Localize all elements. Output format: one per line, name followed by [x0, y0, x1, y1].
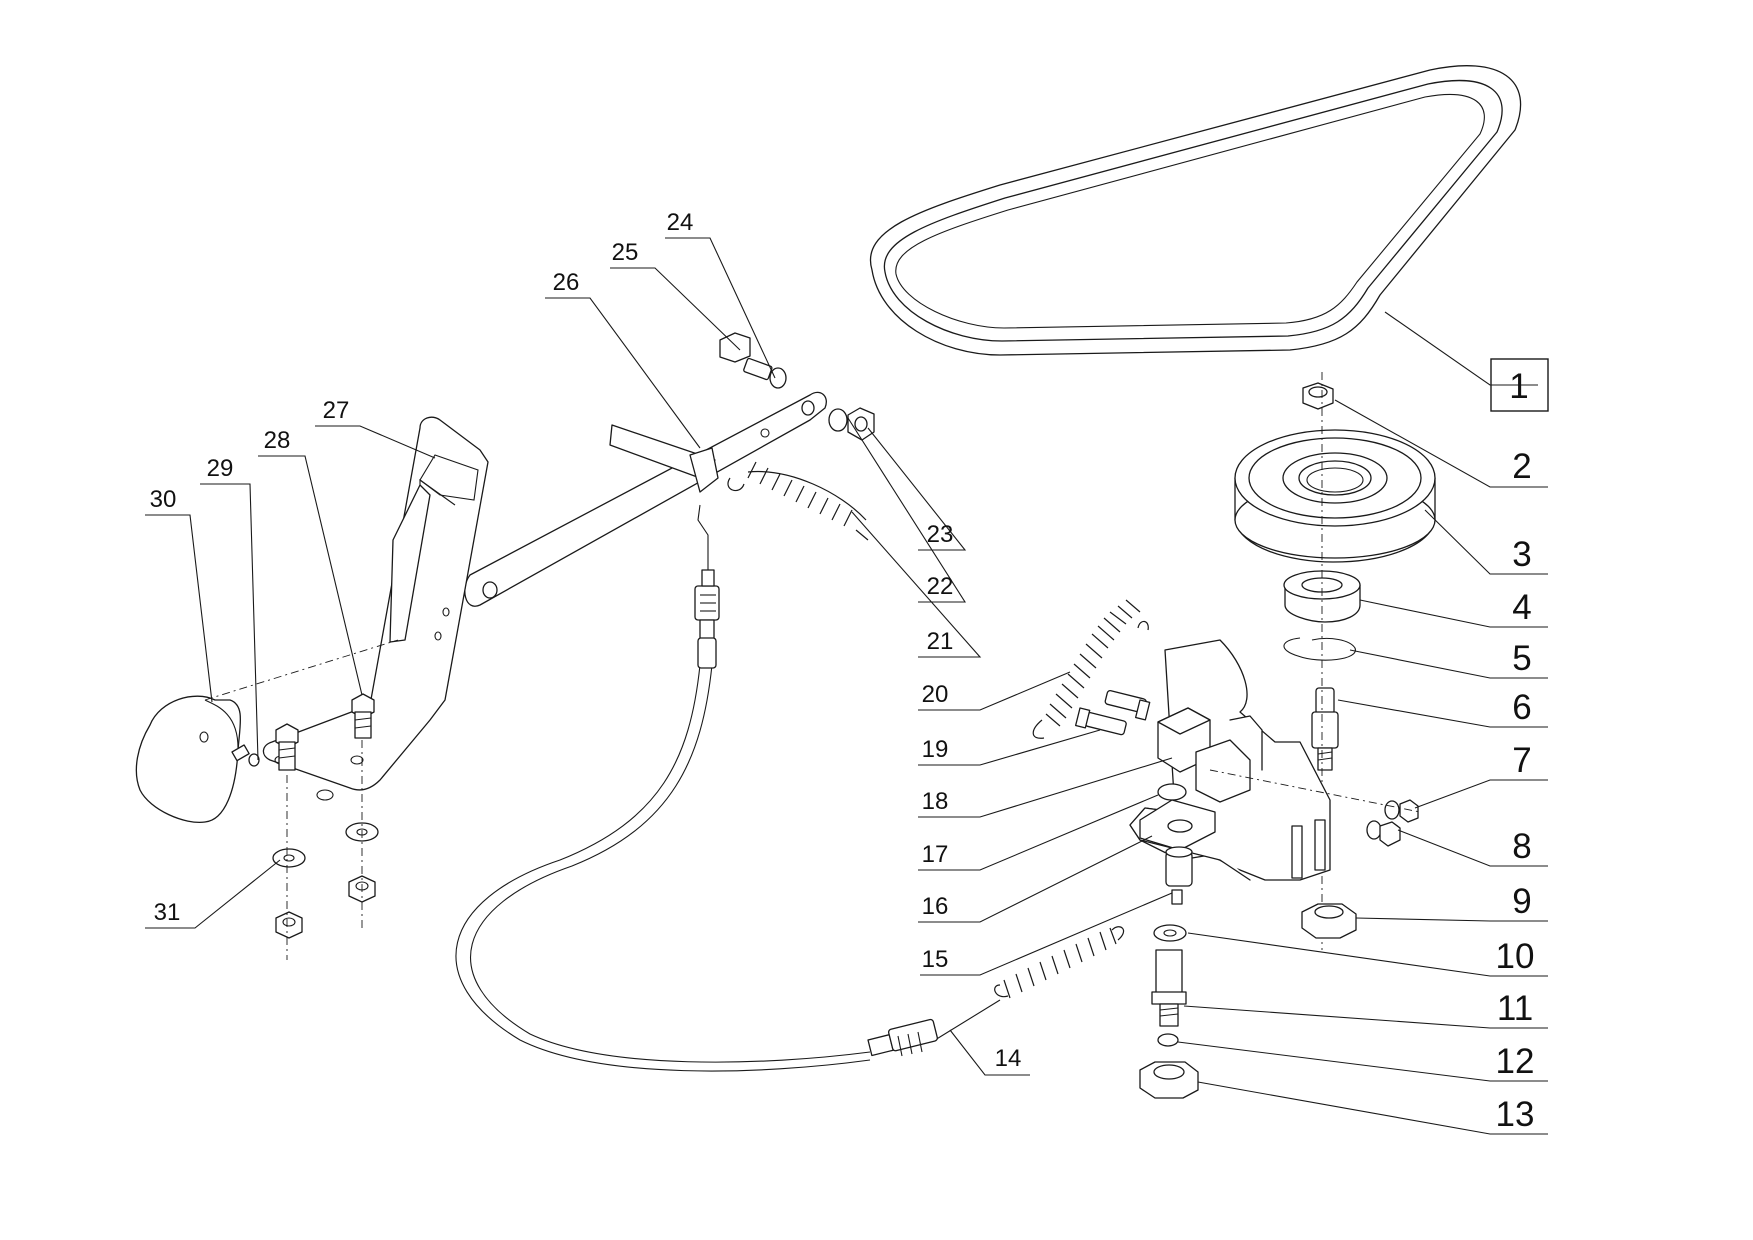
callout-19: 19 [922, 736, 949, 763]
callout-31: 31 [154, 899, 181, 926]
callout-24: 24 [667, 209, 694, 236]
nut-23 [847, 407, 875, 441]
leader-lines [145, 237, 1548, 1135]
callout-13: 13 [1496, 1095, 1535, 1134]
bearing [1283, 570, 1361, 623]
callout-20: 20 [922, 681, 949, 708]
callout-4: 4 [1512, 588, 1531, 627]
callout-23: 23 [927, 521, 954, 548]
nuts-7-8 [1366, 799, 1419, 847]
pulley-shaft [1311, 687, 1339, 771]
screw-29 [231, 744, 260, 767]
nut-13 [1139, 1061, 1199, 1099]
cable-upper-end [694, 504, 720, 669]
callout-5: 5 [1512, 639, 1531, 678]
callout-2: 2 [1512, 447, 1531, 486]
nut-9 [1301, 903, 1357, 939]
callout-6: 6 [1512, 688, 1531, 727]
callout-3: 3 [1512, 535, 1531, 574]
callout-8: 8 [1512, 827, 1531, 866]
nut-2 [1302, 382, 1334, 410]
block-18 [1157, 707, 1263, 803]
callout-16: 16 [922, 893, 949, 920]
callout-14: 14 [995, 1045, 1022, 1072]
washer-22 [828, 408, 848, 432]
grease-nipple [1171, 889, 1183, 905]
pedal-pad [135, 639, 399, 824]
callout-26: 26 [553, 269, 580, 296]
pivot-pin [1151, 949, 1187, 1027]
bolts-28 [275, 693, 375, 771]
callout-box-1 [1490, 358, 1549, 412]
callout-22: 22 [927, 573, 954, 600]
callout-25: 25 [612, 239, 639, 266]
callout-18: 18 [922, 788, 949, 815]
callout-21: 21 [927, 628, 954, 655]
ring-17 [1157, 783, 1187, 801]
callout-9: 9 [1512, 882, 1531, 921]
pedal-bracket [262, 416, 489, 801]
lever-arm [464, 391, 827, 607]
callout-27: 27 [323, 397, 350, 424]
callout-11: 11 [1497, 989, 1533, 1028]
spring-14 [994, 926, 1125, 999]
washer-10 [1153, 924, 1187, 942]
callout-29: 29 [207, 455, 234, 482]
drive-belt [869, 65, 1522, 356]
callout-labels: 1 2 3 4 5 6 7 8 9 10 11 12 13 14 15 16 1… [150, 209, 1535, 1134]
bolts-19 [1074, 689, 1151, 736]
callout-15: 15 [922, 946, 949, 973]
callout-17: 17 [922, 841, 949, 868]
callout-7: 7 [1512, 741, 1531, 780]
ring-24 [769, 367, 787, 389]
cable [455, 664, 1001, 1072]
washer-12 [1157, 1033, 1179, 1047]
callout-28: 28 [264, 427, 291, 454]
circlip [1283, 637, 1356, 661]
callout-10: 10 [1496, 937, 1535, 976]
bolt-25 [719, 332, 773, 381]
callout-12: 12 [1496, 1042, 1535, 1081]
pulley [1234, 429, 1436, 563]
callout-30: 30 [150, 486, 177, 513]
washers-nuts-31 [272, 822, 379, 939]
spring-21 [727, 461, 869, 541]
spring-20 [1032, 599, 1149, 739]
pivot-plate [1139, 799, 1216, 887]
callout-1: 1 [1509, 367, 1528, 406]
